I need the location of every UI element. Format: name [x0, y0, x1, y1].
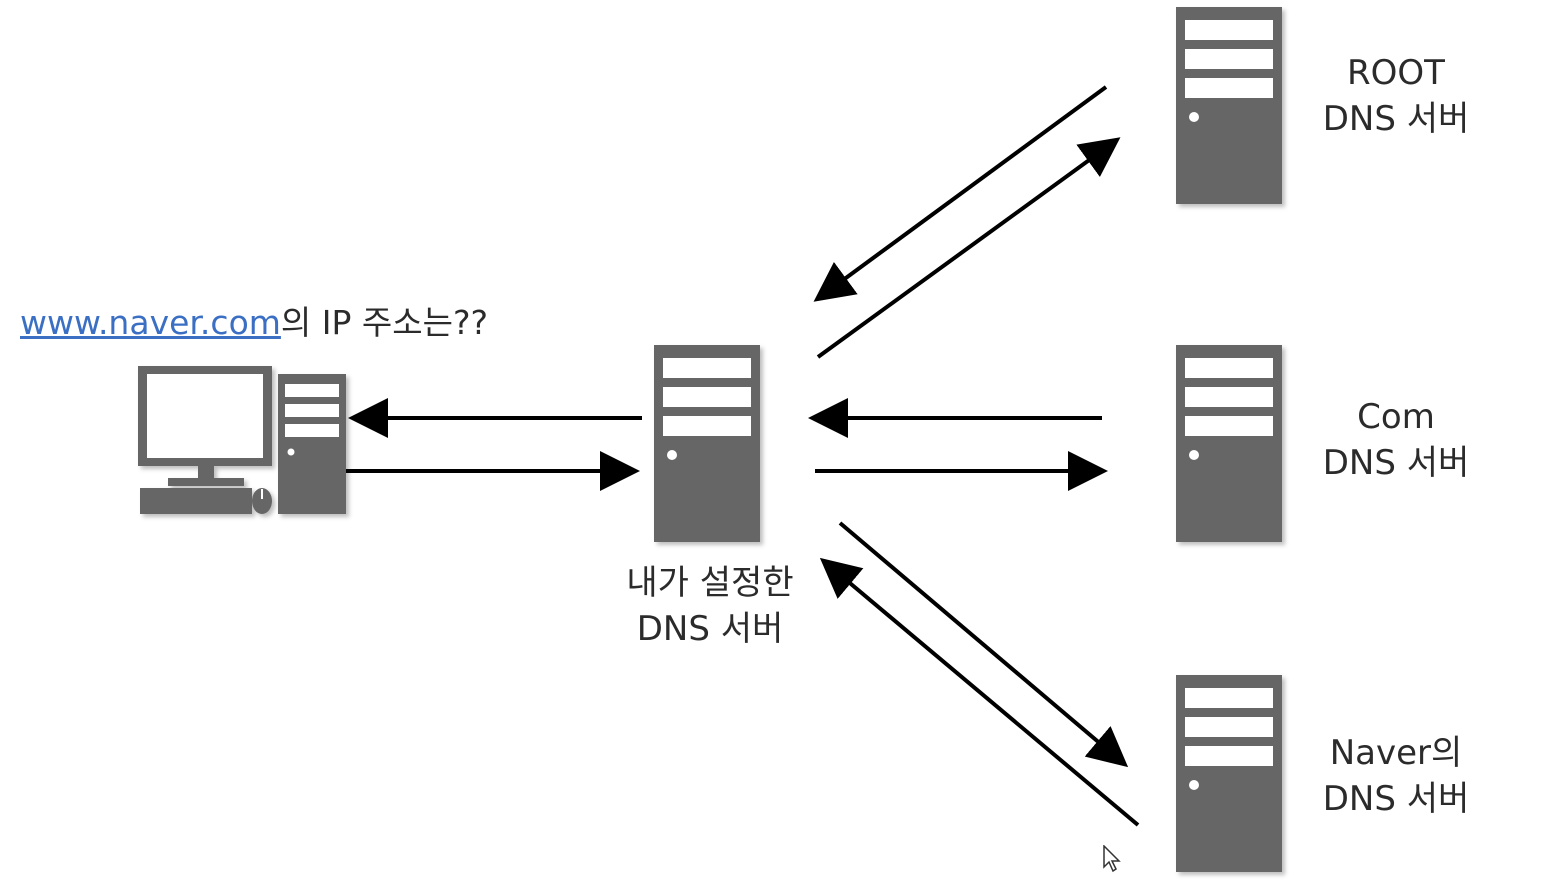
client-computer-icon [138, 366, 346, 514]
com-dns-label-line1: Com [1357, 397, 1435, 437]
local-dns-label-line2: DNS 서버 [636, 609, 784, 649]
naver-dns-server-icon [1176, 675, 1282, 872]
arrow-local-to-naver [838, 521, 1129, 768]
arrow-naver-to-local [819, 557, 1140, 827]
root-dns-label: ROOT DNS 서버 [1300, 50, 1492, 142]
root-dns-label-line1: ROOT [1347, 53, 1445, 93]
local-dns-label: 내가 설정한 DNS 서버 [606, 560, 814, 652]
com-dns-server-icon [1176, 345, 1282, 542]
mouse-cursor-icon [1103, 845, 1121, 873]
com-dns-label-line2: DNS 서버 [1322, 443, 1470, 483]
root-dns-label-line2: DNS 서버 [1322, 99, 1470, 139]
com-dns-label: Com DNS 서버 [1300, 394, 1492, 486]
naver-dns-label: Naver의 DNS 서버 [1300, 730, 1492, 822]
root-dns-server-icon [1176, 7, 1282, 204]
query-domain-link[interactable]: www.naver.com [20, 303, 281, 342]
arrow-root-to-local [813, 85, 1108, 302]
arrow-local-to-root [816, 137, 1121, 359]
naver-dns-label-line1: Naver의 [1329, 733, 1463, 773]
query-question-suffix: 의 IP 주소는?? [280, 303, 488, 342]
local-dns-server-icon [654, 345, 760, 542]
query-question: www.naver.com의 IP 주소는?? [20, 296, 488, 344]
local-dns-label-line1: 내가 설정한 [626, 563, 794, 603]
naver-dns-label-line2: DNS 서버 [1322, 779, 1470, 819]
